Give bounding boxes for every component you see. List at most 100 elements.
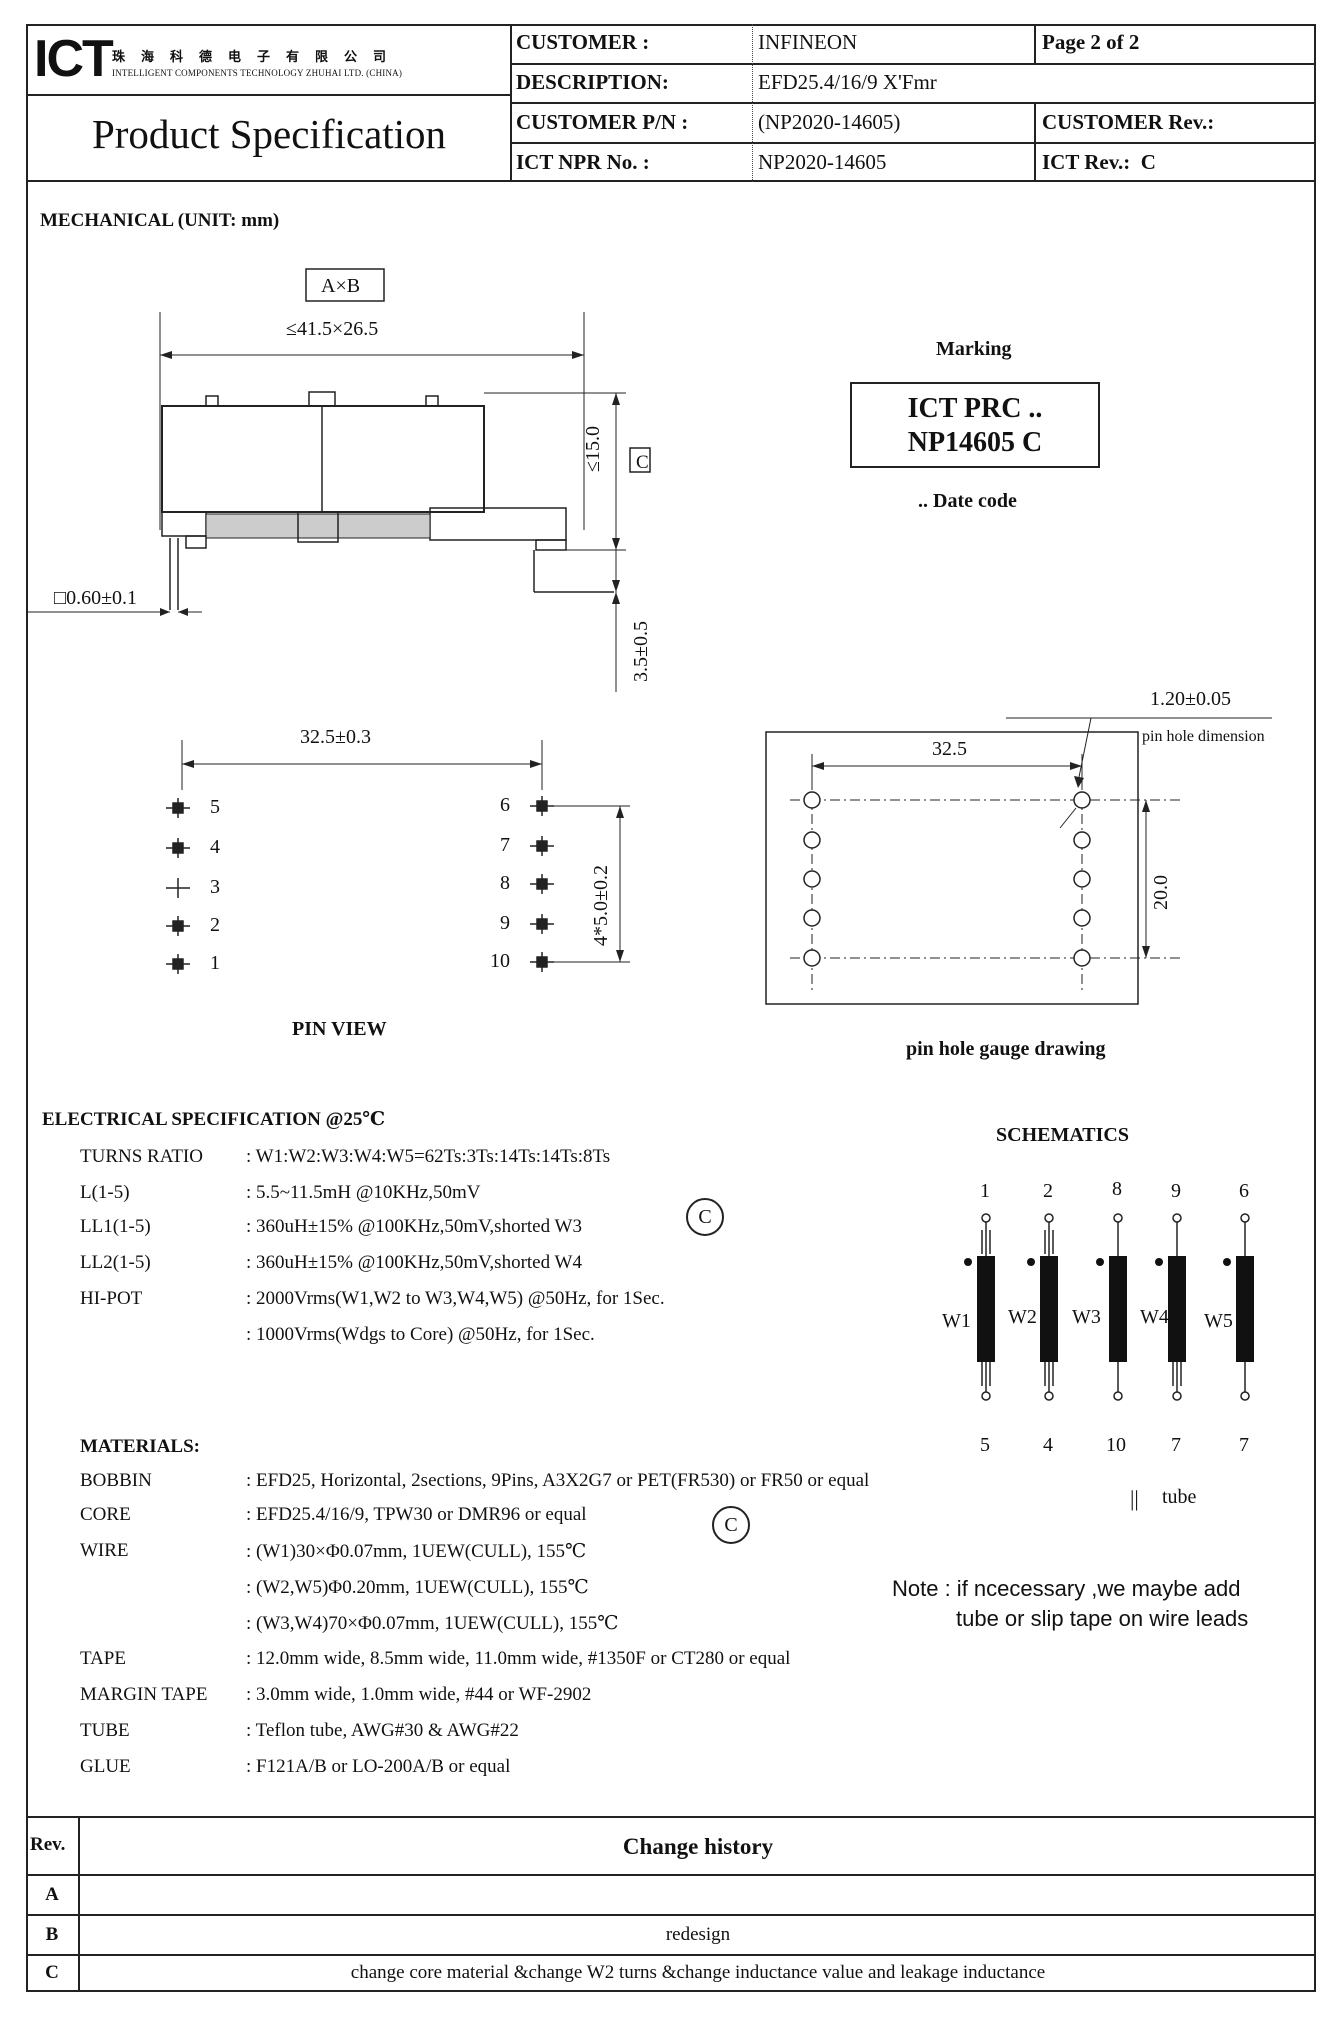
ict-npr-value: NP2020-14605 bbox=[758, 150, 887, 174]
winding-label-w5: W5 bbox=[1204, 1310, 1233, 1332]
mat-value-bobbin: : EFD25, Horizontal, 2sections, 9Pins, A… bbox=[246, 1470, 870, 1491]
rev-marker-c-circle-materials: C bbox=[712, 1506, 750, 1544]
page-frame bbox=[26, 24, 1316, 1992]
mechanical-title: MECHANICAL (UNIT: mm) bbox=[40, 210, 280, 231]
pin-label-2: 2 bbox=[210, 914, 220, 936]
axb-label: A×B bbox=[321, 275, 361, 297]
company-name-en: INTELLIGENT COMPONENTS TECHNOLOGY ZHUHAI… bbox=[112, 68, 403, 78]
divider bbox=[26, 180, 1316, 182]
hole-dimension: 1.20±0.05 bbox=[1150, 688, 1231, 710]
sch-bottom-pin-10: 10 bbox=[1106, 1434, 1126, 1456]
sch-top-pin-9: 9 bbox=[1171, 1180, 1181, 1202]
rev-b-text: redesign bbox=[665, 1924, 731, 1945]
pin-length-dimension: 3.5±0.5 bbox=[630, 621, 652, 682]
divider bbox=[26, 94, 512, 96]
divider bbox=[26, 1874, 1316, 1876]
spec-label-ll2: LL2(1-5) bbox=[80, 1252, 151, 1273]
tube-symbol: || bbox=[1130, 1486, 1139, 1511]
width-dimension: ≤41.5×26.5 bbox=[286, 318, 379, 340]
schematics-title: SCHEMATICS bbox=[996, 1124, 1129, 1146]
gauge-title: pin hole gauge drawing bbox=[906, 1038, 1106, 1060]
mat-value-glue: : F121A/B or LO-200A/B or equal bbox=[246, 1756, 511, 1777]
tube-label: tube bbox=[1162, 1486, 1197, 1508]
mat-label-core: CORE bbox=[80, 1504, 131, 1525]
note-line-1: Note : if ncecessary ,we maybe add bbox=[892, 1576, 1241, 1601]
note-line-2: tube or slip tape on wire leads bbox=[956, 1606, 1249, 1631]
customer-label: CUSTOMER : bbox=[516, 30, 650, 54]
pin-span-dimension: 32.5±0.3 bbox=[300, 726, 371, 748]
sch-bottom-pin-4: 4 bbox=[1043, 1434, 1053, 1456]
company-logo: ICT bbox=[34, 30, 114, 88]
customer-pn-value: (NP2020-14605) bbox=[758, 110, 901, 134]
rev-b: B bbox=[45, 1924, 59, 1945]
gauge-span-dimension: 32.5 bbox=[932, 738, 967, 760]
mat-label-margin-tape: MARGIN TAPE bbox=[80, 1684, 208, 1705]
sch-top-pin-6: 6 bbox=[1239, 1180, 1249, 1202]
marking-line-1: ICT PRC .. bbox=[907, 393, 1043, 424]
sch-top-pin-2: 2 bbox=[1043, 1180, 1053, 1202]
divider bbox=[1034, 102, 1036, 182]
pin-hole-gauge-drawing bbox=[765, 717, 1272, 1005]
mat-value-tube: : Teflon tube, AWG#30 & AWG#22 bbox=[246, 1720, 519, 1741]
divider bbox=[78, 1816, 80, 1992]
customer-value: INFINEON bbox=[758, 30, 858, 54]
winding-label-w1: W1 bbox=[942, 1310, 971, 1332]
gauge-height-dimension: 20.0 bbox=[1150, 875, 1172, 910]
divider bbox=[26, 1954, 1316, 1956]
winding-label-w2: W2 bbox=[1008, 1306, 1037, 1328]
pin-label-9: 9 bbox=[500, 912, 510, 934]
pin-label-6: 6 bbox=[500, 794, 510, 816]
spec-value-ll2: : 360uH±15% @100KHz,50mV,shorted W4 bbox=[246, 1252, 582, 1273]
pin-label-3: 3 bbox=[210, 876, 220, 898]
pin-label-5: 5 bbox=[210, 796, 220, 818]
pin-label-4: 4 bbox=[210, 836, 220, 858]
pin-view-title: PIN VIEW bbox=[292, 1018, 387, 1040]
mat-value-wire-2: : (W2,W5)Φ0.20mm, 1UEW(CULL), 155℃ bbox=[246, 1577, 589, 1598]
mat-label-glue: GLUE bbox=[80, 1756, 131, 1777]
schematics-drawing bbox=[964, 1213, 1254, 1401]
divider bbox=[1034, 24, 1036, 64]
height-dimension: ≤15.0 bbox=[582, 426, 604, 472]
sch-top-pin-8: 8 bbox=[1112, 1178, 1122, 1200]
pin-label-8: 8 bbox=[500, 872, 510, 894]
rev-c: C bbox=[45, 1962, 59, 1983]
ict-npr-label: ICT NPR No. : bbox=[516, 150, 650, 174]
spec-label-turns-ratio: TURNS RATIO bbox=[80, 1146, 203, 1167]
sch-top-pin-1: 1 bbox=[980, 1180, 990, 1202]
rev-c-text: change core material &change W2 turns &c… bbox=[350, 1962, 1046, 1983]
mat-value-tape: : 12.0mm wide, 8.5mm wide, 11.0mm wide, … bbox=[246, 1648, 791, 1669]
mat-value-margin-tape: : 3.0mm wide, 1.0mm wide, #44 or WF-2902 bbox=[246, 1684, 592, 1705]
mat-label-wire: WIRE bbox=[80, 1540, 129, 1561]
hole-dimension-note: pin hole dimension bbox=[1142, 728, 1265, 745]
winding-label-w3: W3 bbox=[1072, 1306, 1101, 1328]
mat-value-wire-1: : (W1)30×Φ0.07mm, 1UEW(CULL), 155℃ bbox=[246, 1541, 587, 1562]
divider bbox=[512, 63, 1316, 65]
divider bbox=[752, 24, 753, 182]
sch-bottom-pin-5: 5 bbox=[980, 1434, 990, 1456]
pin-label-10: 10 bbox=[490, 950, 510, 972]
spec-value-turns-ratio: : W1:W2:W3:W4:W5=62Ts:3Ts:14Ts:14Ts:8Ts bbox=[246, 1146, 611, 1167]
spec-value-hipot-2: : 1000Vrms(Wdgs to Core) @50Hz, for 1Sec… bbox=[246, 1324, 595, 1345]
spec-label-l: L(1-5) bbox=[80, 1182, 130, 1203]
rev-marker-c-circle: C bbox=[686, 1198, 724, 1236]
winding-label-w4: W4 bbox=[1140, 1306, 1169, 1328]
mat-label-tape: TAPE bbox=[80, 1648, 126, 1669]
customer-pn-label: CUSTOMER P/N : bbox=[516, 110, 689, 134]
divider bbox=[26, 1816, 1316, 1818]
mat-value-wire-3: : (W3,W4)70×Φ0.07mm, 1UEW(CULL), 155℃ bbox=[246, 1613, 619, 1634]
company-name-cn: 珠海科德电子有限公司 bbox=[112, 49, 403, 64]
divider bbox=[26, 1914, 1316, 1916]
ict-rev-label: ICT Rev.: C bbox=[1042, 150, 1156, 174]
pin-label-1: 1 bbox=[210, 952, 220, 974]
spec-label-hipot: HI-POT bbox=[80, 1288, 143, 1309]
description-value: EFD25.4/16/9 X'Fmr bbox=[758, 70, 937, 94]
marking-box: ICT PRC .. NP14605 C bbox=[850, 382, 1100, 468]
rev-a: A bbox=[45, 1884, 59, 1905]
pin-label-7: 7 bbox=[500, 834, 510, 856]
sch-bottom-pin-7b: 7 bbox=[1239, 1434, 1249, 1456]
side-view-drawing bbox=[26, 268, 651, 692]
marking-line-2: NP14605 C bbox=[907, 427, 1043, 458]
divider bbox=[512, 102, 1316, 104]
date-code-note: .. Date code bbox=[918, 490, 1017, 512]
mat-value-core: : EFD25.4/16/9, TPW30 or DMR96 or equal bbox=[246, 1504, 587, 1525]
